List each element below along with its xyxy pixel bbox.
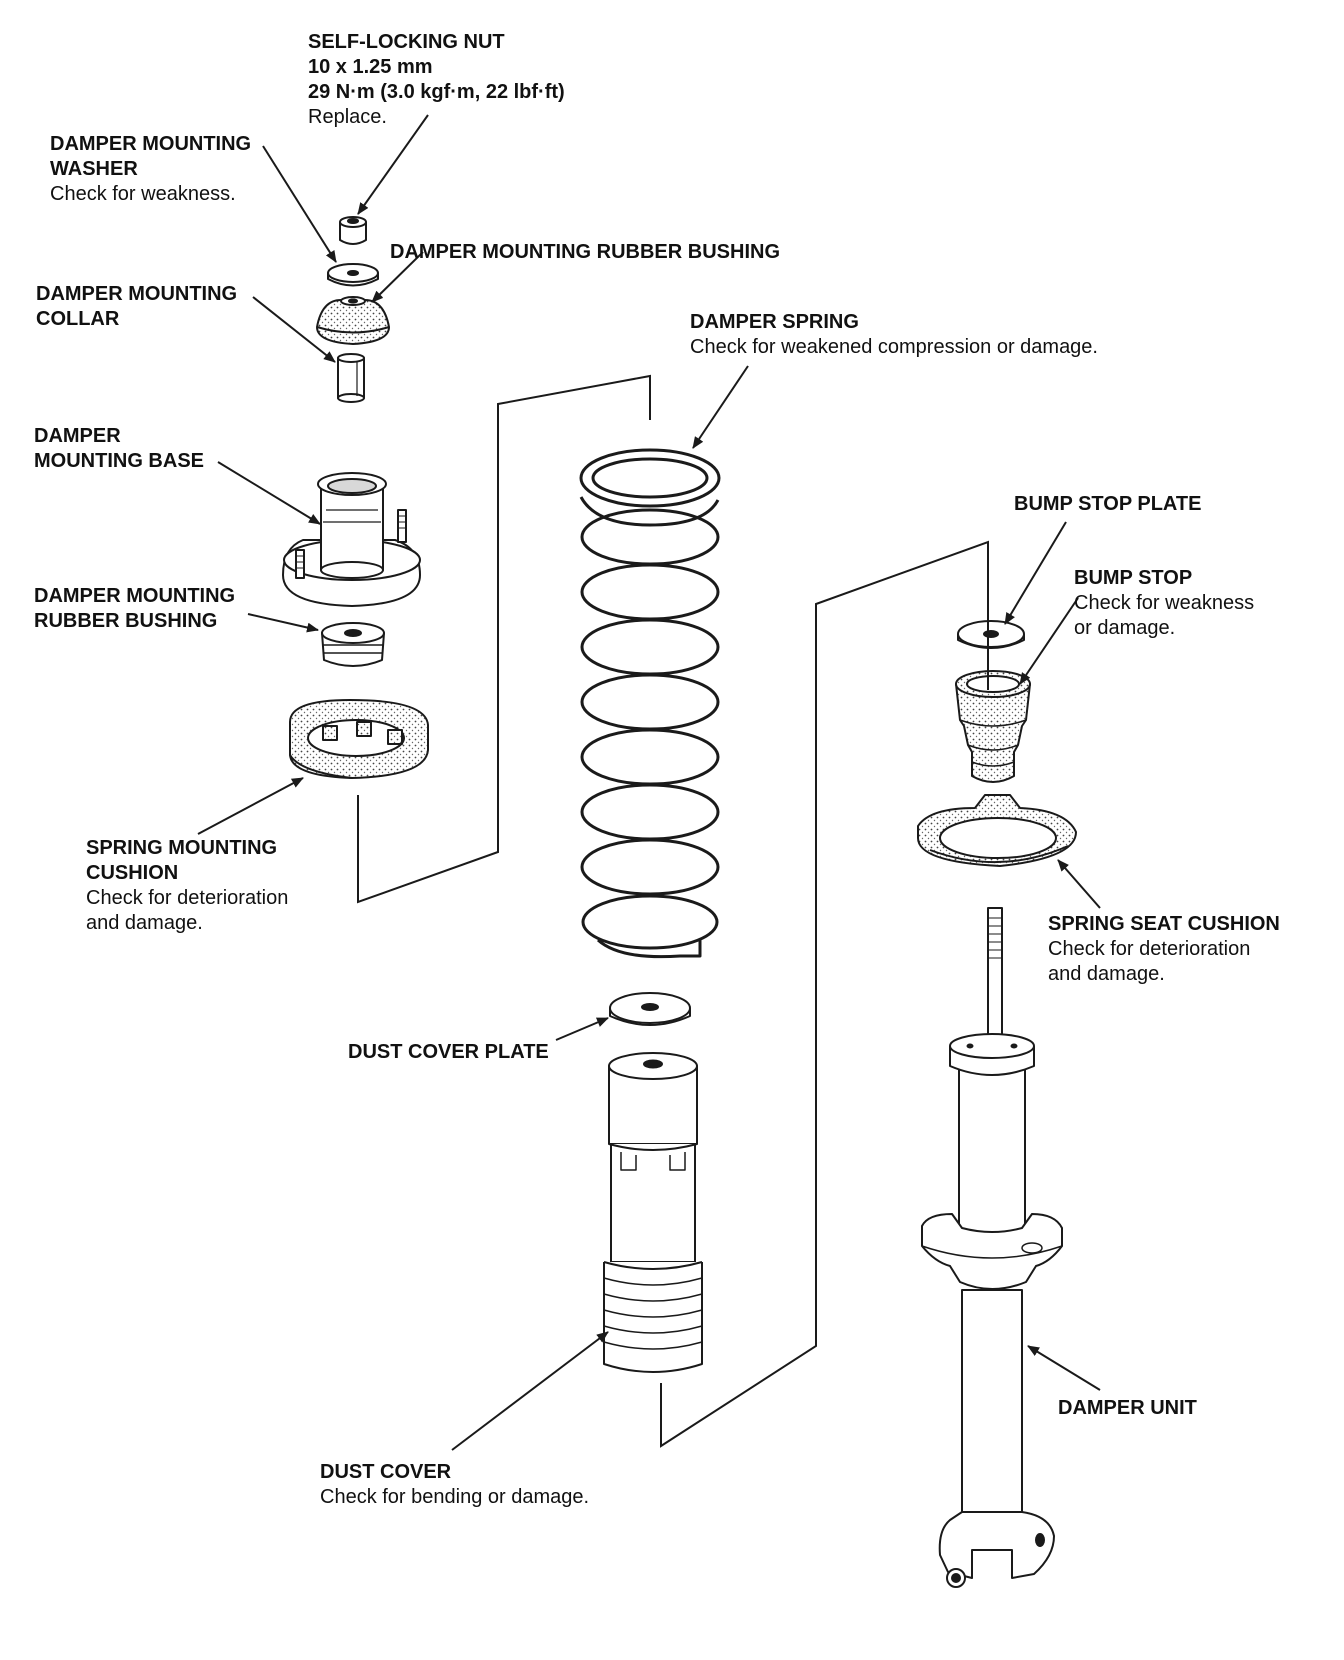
spring-seat-cushion-title: SPRING SEAT CUSHION xyxy=(1048,913,1280,935)
label-self-locking-nut: SELF-LOCKING NUT 10 x 1.25 mm 29 N·m (3.… xyxy=(308,30,565,130)
spring-seat-cushion-note-2: and damage. xyxy=(1048,963,1165,985)
bump-stop-part xyxy=(955,670,1031,783)
self-locking-nut-note: Replace. xyxy=(308,106,387,128)
spring-mounting-cushion-part xyxy=(289,699,429,779)
damper-spring-note: Check for weakened compression or damage… xyxy=(690,336,1098,358)
dust-cover-note: Check for bending or damage. xyxy=(320,1486,590,1508)
label-damper-mounting-washer: DAMPER MOUNTING WASHER Check for weaknes… xyxy=(50,132,251,207)
arrow-dust-cover-plate xyxy=(555,1017,609,1041)
dust-cover-title: DUST COVER xyxy=(320,1461,452,1483)
assembly-guide-lines xyxy=(357,374,989,1448)
spring-mounting-cushion-title-2: CUSHION xyxy=(86,862,179,884)
damper-mounting-washer-title-1: DAMPER MOUNTING xyxy=(50,133,252,155)
damper-unit-part xyxy=(921,907,1063,1588)
bump-stop-note-1: Check for weakness xyxy=(1074,592,1255,614)
label-damper-spring: DAMPER SPRING Check for weakened compres… xyxy=(690,310,1098,360)
damper-mounting-collar-part xyxy=(337,353,365,403)
damper-mounting-washer-part xyxy=(327,263,379,287)
guide-line-damper-to-spring-seat xyxy=(660,540,989,1448)
arrow-spring-mounting-cushion xyxy=(197,777,304,835)
spring-mounting-cushion-note-2: and damage. xyxy=(86,912,203,934)
label-damper-mounting-collar: DAMPER MOUNTING COLLAR xyxy=(36,282,237,332)
arrow-self-locking-nut xyxy=(357,114,429,215)
arrow-bump-stop xyxy=(1019,597,1079,685)
damper-mounting-collar-title-1: DAMPER MOUNTING xyxy=(36,283,238,305)
self-locking-nut-torque: 29 N·m (3.0 kgf·m, 22 lbf·ft) xyxy=(308,81,565,103)
arrow-dust-cover xyxy=(451,1331,609,1451)
damper-mounting-washer-title-2: WASHER xyxy=(50,158,138,180)
arrow-damper-mounting-base xyxy=(217,461,321,525)
damper-mounting-base-part xyxy=(282,472,421,607)
damper-mounting-collar-title-2: COLLAR xyxy=(36,308,120,330)
label-damper-mounting-rubber-bushing-upper: DAMPER MOUNTING RUBBER BUSHING xyxy=(390,240,780,265)
bump-stop-plate-title: BUMP STOP PLATE xyxy=(1014,493,1202,515)
label-bump-stop: BUMP STOP Check for weakness or damage. xyxy=(1074,566,1254,641)
upper-rubber-bushing-title: DAMPER MOUNTING RUBBER BUSHING xyxy=(390,241,780,263)
arrow-bump-stop-plate xyxy=(1004,521,1067,625)
bump-stop-title: BUMP STOP xyxy=(1074,567,1193,589)
self-locking-nut-size: 10 x 1.25 mm xyxy=(308,56,433,78)
bump-stop-note-2: or damage. xyxy=(1074,617,1176,639)
arrow-damper-unit xyxy=(1027,1345,1101,1391)
arrow-damper-spring xyxy=(692,365,749,449)
self-locking-nut-title: SELF-LOCKING NUT xyxy=(308,31,505,53)
damper-mounting-base-title-2: MOUNTING BASE xyxy=(34,450,204,472)
arrow-damper-mounting-collar xyxy=(252,296,336,363)
arrow-spring-seat-cushion xyxy=(1057,859,1101,909)
lower-rubber-bushing-part xyxy=(321,622,385,667)
dust-cover-part xyxy=(603,1052,703,1373)
dust-cover-plate-part xyxy=(609,992,691,1026)
label-dust-cover: DUST COVER Check for bending or damage. xyxy=(320,1460,589,1510)
spring-mounting-cushion-note-1: Check for deterioration xyxy=(86,887,289,909)
arrow-upper-rubber-bushing xyxy=(371,251,424,303)
label-spring-seat-cushion: SPRING SEAT CUSHION Check for deteriorat… xyxy=(1048,912,1280,987)
lower-rubber-bushing-title-1: DAMPER MOUNTING xyxy=(34,585,236,607)
label-dust-cover-plate: DUST COVER PLATE xyxy=(348,1040,549,1065)
label-damper-unit: DAMPER UNIT xyxy=(1058,1396,1197,1421)
spring-seat-cushion-note-1: Check for deterioration xyxy=(1048,938,1251,960)
leader-arrows xyxy=(197,114,1101,1451)
label-damper-mounting-base: DAMPER MOUNTING BASE xyxy=(34,424,204,474)
label-spring-mounting-cushion: SPRING MOUNTING CUSHION Check for deteri… xyxy=(86,836,288,936)
lower-rubber-bushing-title-2: RUBBER BUSHING xyxy=(34,610,218,632)
label-bump-stop-plate: BUMP STOP PLATE xyxy=(1014,492,1201,517)
damper-spring-part xyxy=(579,448,721,959)
spring-mounting-cushion-title-1: SPRING MOUNTING xyxy=(86,837,278,859)
dust-cover-plate-title: DUST COVER PLATE xyxy=(348,1041,549,1063)
label-damper-mounting-rubber-bushing-lower: DAMPER MOUNTING RUBBER BUSHING xyxy=(34,584,235,634)
damper-mounting-base-title-1: DAMPER xyxy=(34,425,121,447)
damper-unit-title: DAMPER UNIT xyxy=(1058,1397,1197,1419)
damper-spring-title: DAMPER SPRING xyxy=(690,311,859,333)
spring-seat-cushion-part xyxy=(917,794,1077,867)
upper-rubber-bushing-part xyxy=(316,296,390,345)
self-locking-nut-part xyxy=(339,216,367,245)
bump-stop-plate-part xyxy=(957,620,1025,649)
guide-line-spring-top xyxy=(357,374,651,904)
arrow-damper-mounting-washer xyxy=(262,145,337,263)
damper-mounting-washer-note: Check for weakness. xyxy=(50,183,236,205)
arrow-lower-rubber-bushing xyxy=(247,613,319,633)
